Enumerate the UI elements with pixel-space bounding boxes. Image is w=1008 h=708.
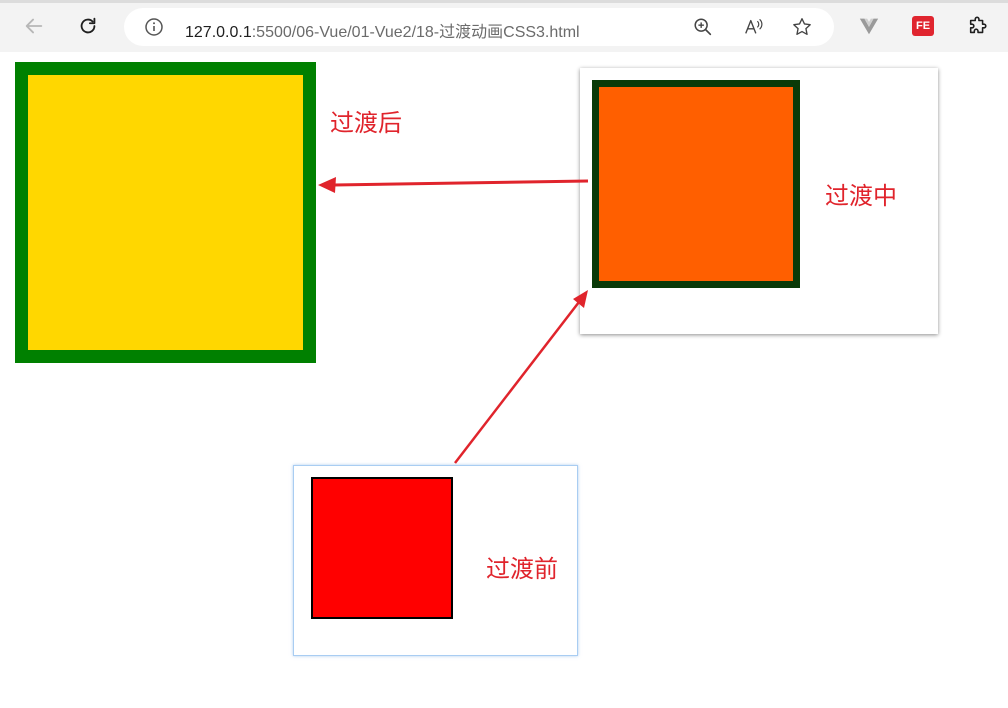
label-during-transition: 过渡中 [825,182,897,210]
reload-icon [80,17,96,34]
extensions-button[interactable] [962,10,994,42]
read-aloud-icon [745,19,763,34]
read-aloud-button[interactable] [742,15,766,39]
url-host: 127.0.0.1 [185,24,252,41]
screenshot-before-transition [293,465,578,656]
zoom-button[interactable] [691,15,715,39]
reload-button[interactable] [72,10,104,42]
vue-devtools-button[interactable] [853,10,885,42]
box-during-transition [592,80,800,288]
address-bar[interactable]: 127.0.0.1:5500/06-Vue/01-Vue2/18-过渡动画CSS… [124,8,834,46]
fe-extension-button[interactable]: FE [912,16,934,36]
browser-toolbar: 127.0.0.1:5500/06-Vue/01-Vue2/18-过渡动画CSS… [0,0,1008,52]
puzzle-icon [969,16,987,34]
box-after-transition [15,62,316,363]
tab-strip-edge [0,0,1008,3]
label-after-transition: 过渡后 [330,109,402,137]
back-arrow-icon [25,18,43,34]
vue-icon [859,18,879,35]
info-icon[interactable] [144,17,164,37]
back-button[interactable] [18,10,50,42]
url-path: :5500/06-Vue/01-Vue2/18-过渡动画CSS3.html [251,24,580,41]
favorite-button[interactable] [790,15,814,39]
zoom-in-icon [694,18,712,36]
box-before-transition [311,477,453,619]
star-icon [793,18,811,36]
screenshot-during-transition [580,68,938,334]
label-before-transition: 过渡前 [486,555,558,583]
page-content [0,52,1008,708]
url-text[interactable]: 127.0.0.1:5500/06-Vue/01-Vue2/18-过渡动画CSS… [185,18,580,42]
